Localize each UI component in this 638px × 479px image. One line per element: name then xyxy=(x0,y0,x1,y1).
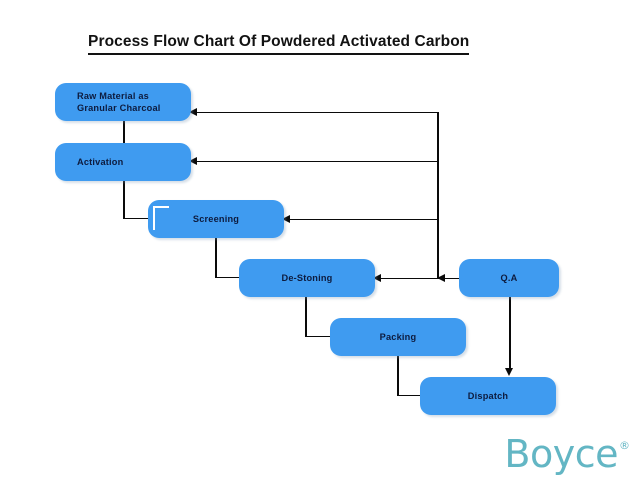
connector-feedback-to-raw-material xyxy=(196,111,438,114)
arrowhead-trunk-junction xyxy=(437,273,445,282)
node-de-stoning-label: De-Stoning xyxy=(281,272,333,283)
connector-activation-to-screening xyxy=(123,217,150,220)
connector-feedback-to-activation xyxy=(196,160,438,163)
node-activation-label: Activation xyxy=(77,156,124,167)
connector-raw-to-activation xyxy=(123,121,125,143)
connector-destoning-down xyxy=(305,297,307,337)
node-activation[interactable]: Activation xyxy=(55,143,191,181)
connector-activation-down xyxy=(123,181,125,219)
connector-qa-to-dispatch xyxy=(509,297,511,370)
arrowhead-feedback-raw-material xyxy=(189,107,197,116)
connector-qa-to-destoning xyxy=(380,277,459,280)
arrowhead-qa-dispatch xyxy=(505,368,513,376)
node-de-stoning[interactable]: De-Stoning xyxy=(239,259,375,297)
node-qa-label: Q.A xyxy=(500,272,518,283)
connector-screening-down xyxy=(215,238,217,278)
node-screening-label: Screening xyxy=(192,213,240,224)
connector-screening-to-destoning xyxy=(215,276,241,279)
connector-destoning-to-packing xyxy=(305,335,332,338)
boyce-logo-text: Boyce xyxy=(504,432,618,476)
connector-packing-down xyxy=(397,356,399,396)
node-packing[interactable]: Packing xyxy=(330,318,466,356)
boyce-logo: Boyce ® xyxy=(504,435,630,473)
node-dispatch-label: Dispatch xyxy=(467,390,509,401)
arrowhead-qa-destoning xyxy=(373,273,381,282)
registered-trademark-icon: ® xyxy=(619,439,630,452)
connector-feedback-to-screening xyxy=(289,218,438,221)
page-title: Process Flow Chart Of Powdered Activated… xyxy=(88,33,470,55)
node-raw-material[interactable]: Raw Material as Granular Charcoal xyxy=(55,83,191,121)
node-packing-label: Packing xyxy=(379,331,417,342)
connector-qa-feedback-trunk xyxy=(437,112,439,279)
node-screening[interactable]: Screening xyxy=(148,200,284,238)
arrowhead-feedback-activation xyxy=(189,156,197,165)
connector-packing-to-dispatch xyxy=(397,394,423,397)
node-raw-material-label: Raw Material as Granular Charcoal xyxy=(77,90,161,113)
node-qa[interactable]: Q.A xyxy=(459,259,559,297)
arrowhead-feedback-screening xyxy=(282,214,290,223)
node-dispatch[interactable]: Dispatch xyxy=(420,377,556,415)
